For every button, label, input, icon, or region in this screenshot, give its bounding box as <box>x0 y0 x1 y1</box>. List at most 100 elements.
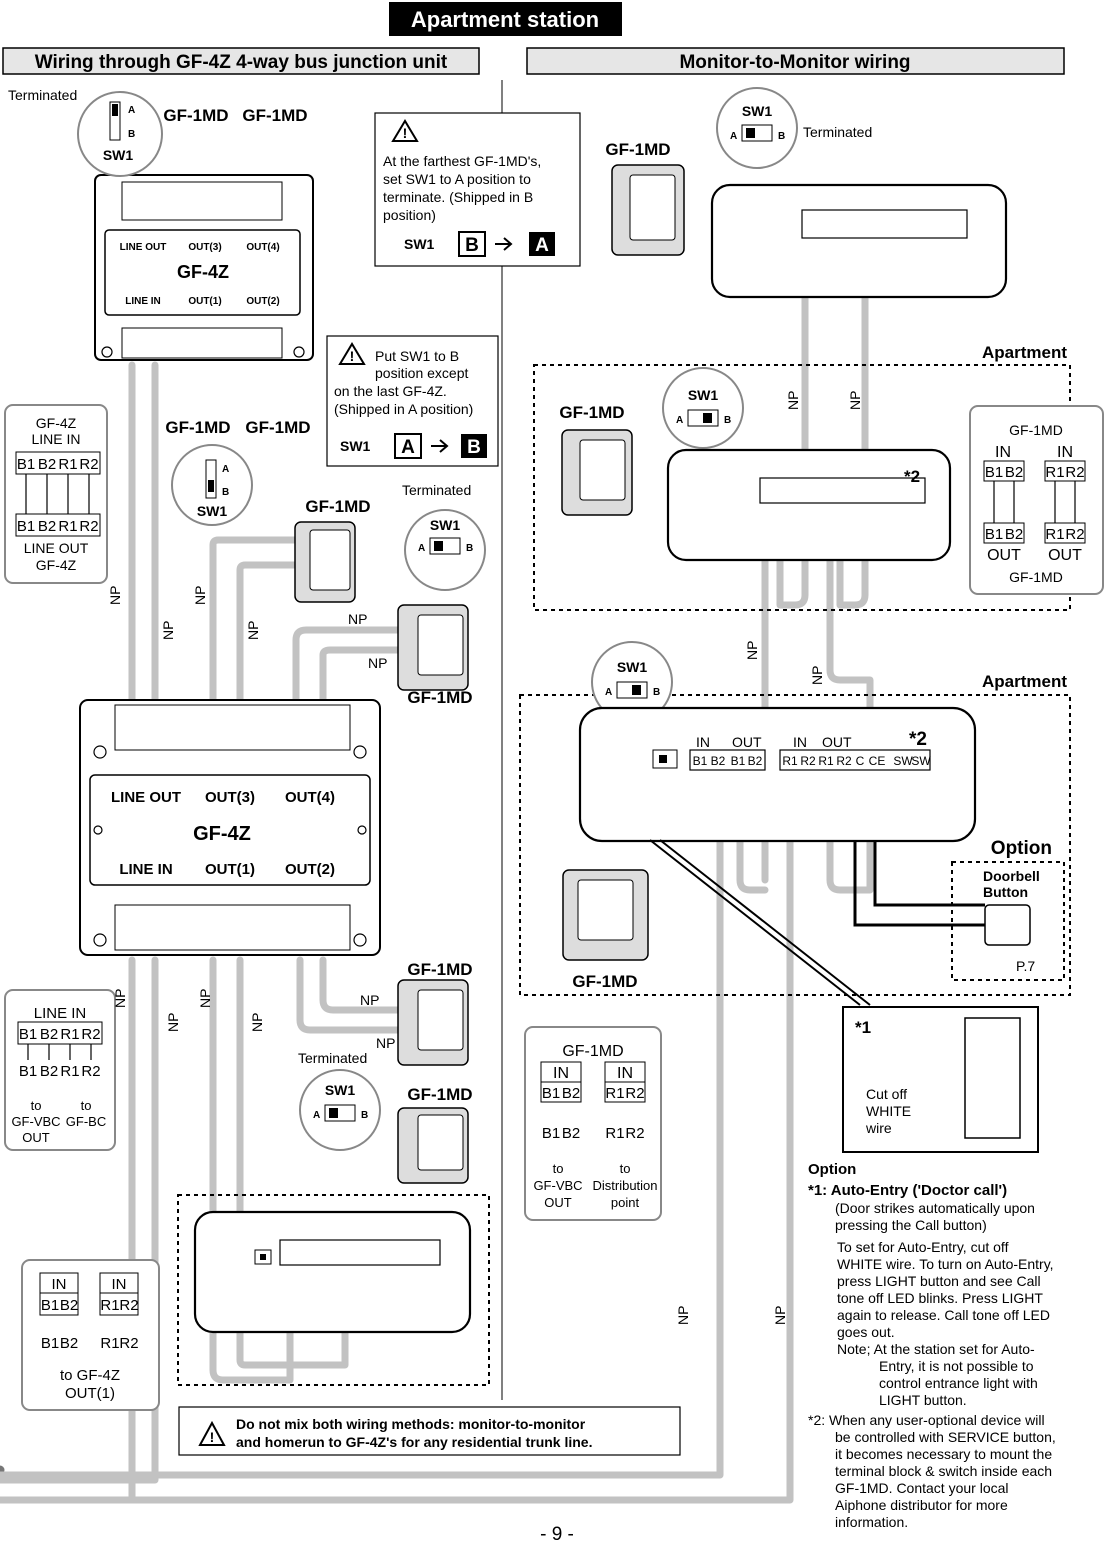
gf1md-monitor-right3 <box>397 1107 469 1184</box>
sw1-callout-mid: SW1 A B <box>404 509 486 591</box>
page-ref: P.7 <box>1016 958 1035 974</box>
svg-text:B1: B1 <box>41 1297 59 1314</box>
svg-text:terminate. (Shipped in B: terminate. (Shipped in B <box>383 189 533 205</box>
svg-text:B2: B2 <box>562 1085 580 1102</box>
sw1-callout-gf4z: A B SW1 <box>171 444 253 526</box>
svg-text:A: A <box>605 687 612 698</box>
gf4z-top: LINE OUT OUT(3) OUT(4) GF-4Z LINE IN OUT… <box>94 174 314 361</box>
svg-text:!: ! <box>350 348 355 364</box>
svg-text:B: B <box>778 131 785 142</box>
star1-leader <box>649 839 871 1006</box>
svg-text:to: to <box>620 1161 631 1176</box>
svg-text:R1: R1 <box>60 1026 79 1043</box>
page-title: Apartment station <box>411 7 599 32</box>
svg-text:R2: R2 <box>79 456 98 473</box>
svg-text:OUT: OUT <box>544 1195 572 1210</box>
svg-text:R2: R2 <box>625 1125 644 1142</box>
svg-text:SW: SW <box>911 754 931 768</box>
notes-n2-line-1: be controlled with SERVICE button, <box>835 1429 1056 1445</box>
gf1md-label-5: GF-1MD <box>305 497 370 516</box>
notes-option-title: Option <box>808 1161 856 1178</box>
svg-text:IN: IN <box>617 1065 633 1082</box>
notes-n1-title: *1: Auto-Entry ('Doctor call') <box>808 1182 1007 1199</box>
panel-r3-in2: IN <box>793 734 807 750</box>
notes-n1-line-0: (Door strikes automatically upon <box>835 1200 1035 1216</box>
notes-n2-line-3: terminal block & switch inside each <box>835 1463 1052 1479</box>
np-label-l2: NP <box>160 621 176 640</box>
svg-text:R1: R1 <box>782 754 798 768</box>
star1-detail: *1 Cut off WHITE wire <box>842 1006 1039 1153</box>
warning-box: ! Do not mix both wiring methods: monito… <box>178 1406 681 1456</box>
gf4z-top-out4: OUT(4) <box>246 242 279 253</box>
svg-text:B: B <box>467 437 481 458</box>
notes-n1-line-9: Entry, it is not possible to <box>879 1358 1034 1374</box>
gf1md-label-2: GF-1MD <box>242 106 307 125</box>
gf1md-monitor-right1 <box>397 604 469 691</box>
svg-text:CE: CE <box>869 754 886 768</box>
np-label-l12: NP <box>376 1035 395 1051</box>
svg-text:SW1: SW1 <box>742 103 773 119</box>
svg-text:R2: R2 <box>119 1335 138 1352</box>
svg-text:wire: wire <box>865 1120 892 1136</box>
svg-text:position except: position except <box>375 365 469 381</box>
apartment-2-label: Apartment <box>982 672 1067 691</box>
sw1-callout-r1: SW1 A B <box>716 87 798 169</box>
gf1md-label-1: GF-1MD <box>163 106 228 125</box>
doorbell-wires <box>853 840 985 927</box>
svg-text:LINE OUT: LINE OUT <box>24 540 89 556</box>
svg-text:position): position) <box>383 207 436 223</box>
gf4z-bottom-out2: OUT(2) <box>285 861 335 878</box>
svg-text:B2: B2 <box>40 1063 58 1080</box>
gf4z-top-out3: OUT(3) <box>188 242 221 253</box>
svg-text:GF-1MD: GF-1MD <box>1009 422 1063 438</box>
svg-text:R1: R1 <box>1045 526 1064 543</box>
svg-text:!: ! <box>403 125 408 141</box>
np-label-l6: NP <box>368 655 387 671</box>
inset-to-gf4z-out1: IN B1 B2 IN R1 R2 B1 B2 R1 R2 to GF-4Z O… <box>21 1259 160 1411</box>
panel-r3-out2: OUT <box>822 734 852 750</box>
svg-text:set SW1 to A position to: set SW1 to A position to <box>383 171 531 187</box>
svg-text:to: to <box>31 1098 42 1113</box>
svg-text:OUT: OUT <box>987 547 1021 564</box>
svg-text:R1: R1 <box>60 1063 79 1080</box>
svg-text:A: A <box>128 105 135 116</box>
notes-n1-line-7: goes out. <box>837 1324 895 1340</box>
svg-text:GF-VBC: GF-VBC <box>533 1178 582 1193</box>
gf4z-bottom-line-in: LINE IN <box>119 861 172 878</box>
svg-text:B2: B2 <box>1005 526 1023 543</box>
svg-text:R2: R2 <box>800 754 816 768</box>
svg-text:R1: R1 <box>100 1297 119 1314</box>
svg-text:SW1: SW1 <box>325 1082 356 1098</box>
np-label-l1: NP <box>107 586 123 605</box>
svg-text:B: B <box>653 687 660 698</box>
svg-text:SW1: SW1 <box>617 659 648 675</box>
sw1-callout-top: A B SW1 <box>77 91 163 177</box>
gf1md-monitor-r1 <box>611 164 685 256</box>
left-section-title: Wiring through GF-4Z 4-way bus junction … <box>35 52 448 73</box>
note-put-sw1: ! Put SW1 to B position except on the la… <box>326 335 499 467</box>
svg-text:R2: R2 <box>79 518 98 535</box>
svg-text:B1: B1 <box>41 1335 59 1352</box>
svg-text:B1: B1 <box>542 1085 560 1102</box>
svg-text:A: A <box>535 235 549 256</box>
panel-r1 <box>710 183 1008 299</box>
svg-text:B1: B1 <box>731 754 746 768</box>
np-label-l8: NP <box>165 1013 181 1032</box>
svg-text:Button: Button <box>983 884 1028 900</box>
svg-text:C: C <box>856 754 865 768</box>
notes-n1-line-6: again to release. Call tone off LED <box>837 1307 1050 1323</box>
svg-text:B2: B2 <box>60 1297 78 1314</box>
svg-text:IN: IN <box>112 1276 127 1293</box>
inset-gf1md-dest: GF-1MD IN B1 B2 IN R1 R2 B1 B2 R1 R2 to … <box>524 1026 662 1221</box>
svg-text:GF-BC: GF-BC <box>66 1114 106 1129</box>
gf4z-bottom-out3: OUT(3) <box>205 789 255 806</box>
note-farthest: ! At the farthest GF-1MD's, set SW1 to A… <box>374 112 581 267</box>
svg-text:B1: B1 <box>19 1063 37 1080</box>
gf1md-monitor-mid <box>294 521 356 603</box>
sw1-callout-bottom: SW1 A B <box>299 1069 381 1151</box>
np-label-l10: NP <box>249 1013 265 1032</box>
panel-r3-out1: OUT <box>732 734 762 750</box>
notes-n1-line-1: pressing the Call button) <box>835 1217 987 1233</box>
gf1md-label-3: GF-1MD <box>165 418 230 437</box>
